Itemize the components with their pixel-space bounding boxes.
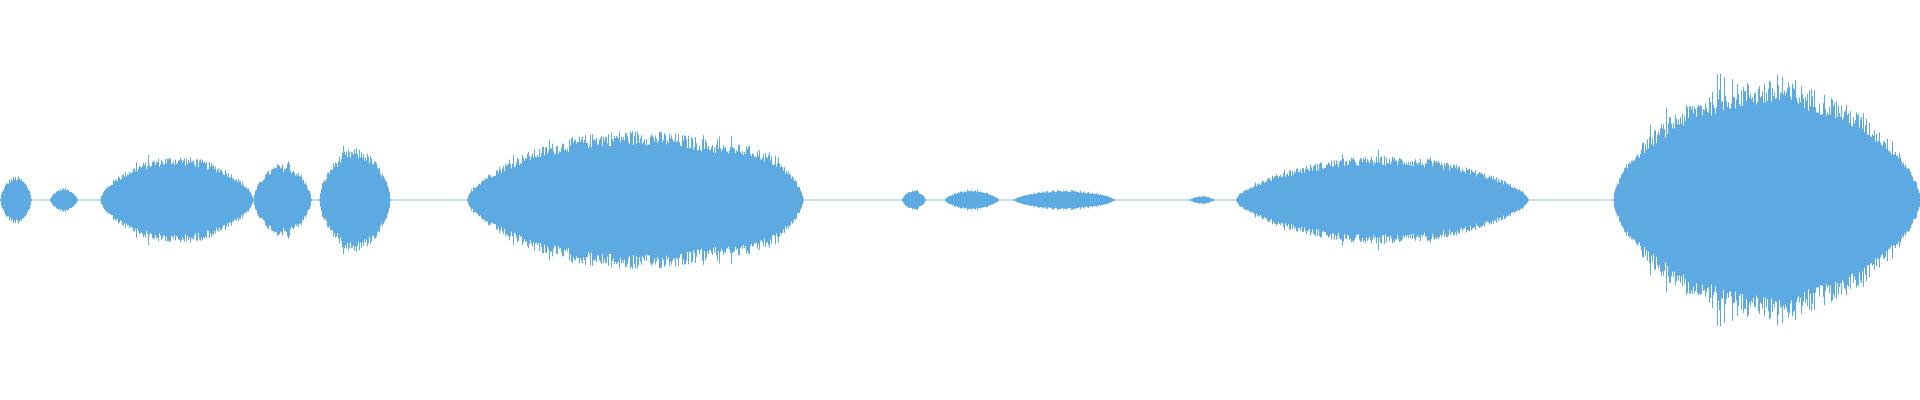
waveform-bars — [0, 73, 1920, 327]
